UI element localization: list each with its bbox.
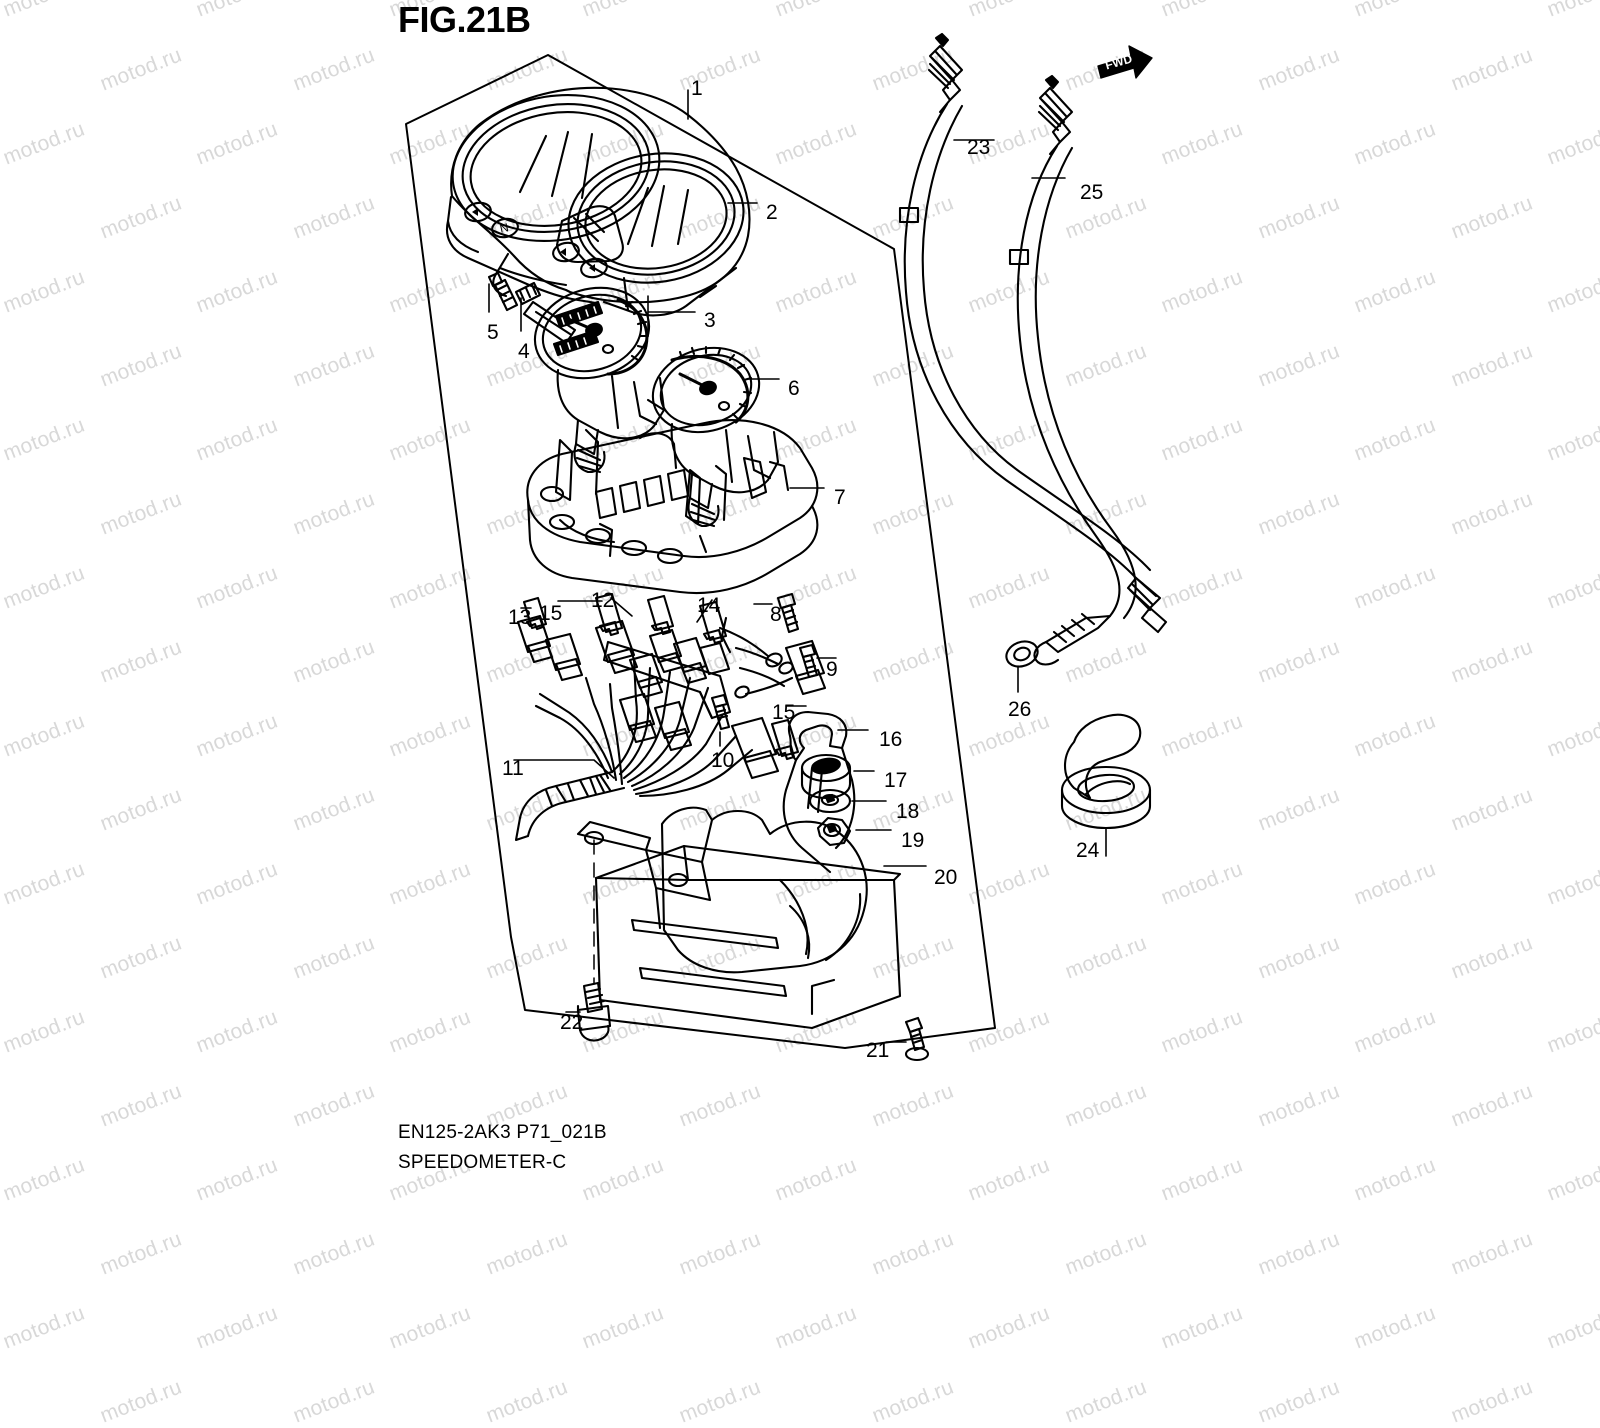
meter-case-lower [526,419,825,595]
callout-tachometer-unit: 6 [788,377,800,400]
speedometer-unit [533,286,696,474]
callout-bolt-mount: 22 [560,1011,584,1034]
watermark-text: motod.ru [772,1301,860,1354]
callout-bulb-socket: 12 [591,589,615,612]
watermark-text: motod.ru [1061,1227,1150,1280]
watermark-text: motod.ru [96,1227,185,1280]
callout-washer: 18 [896,800,920,823]
group-boundary [405,54,996,1049]
callout-bulb-wedge: 15 [772,701,796,724]
watermark-text: motod.ru [1158,1301,1246,1354]
callout-bulb-small: 13 [508,606,532,629]
callout-meter-case-lower: 7 [834,486,846,509]
tachometer-unit [651,345,780,528]
svg-text:N: N [498,220,509,235]
watermark-text: motod.ru [482,1227,571,1280]
watermark-text: motod.ru [965,1301,1053,1354]
watermark-text: motod.ru [1447,1227,1536,1280]
caption-name: SPEEDOMETER-C [398,1152,567,1173]
caption-code: EN125-2AK3 P71_021B [398,1122,607,1143]
callout-bracket-clamp: 16 [879,728,903,751]
watermark-text: motod.ru [1254,1227,1343,1280]
technical-drawing: N [405,32,1168,1062]
cable-guide-grommet [1060,713,1152,857]
watermark-text: motod.ru [1447,1375,1536,1428]
meter-cover-lower [576,806,927,1030]
speedometer-cable [898,32,1168,634]
watermark-text: motod.ru [386,1301,474,1354]
watermark-text: motod.ru [0,1301,88,1354]
callout-screw-cover: 21 [866,1039,890,1062]
watermark-text: motod.ru [289,1227,378,1280]
watermark-text: motod.ru [868,1227,957,1280]
callout-screw-lower: 9 [826,658,838,681]
grommet-washer-nut [800,753,892,847]
watermark-text: motod.ru [1544,1301,1600,1354]
fwd-arrow [1097,45,1153,79]
callout-screw-harness: 10 [711,749,735,772]
watermark-text: motod.ru [579,1301,667,1354]
mounting-screws [710,592,837,747]
callout-wiring-harness: 11 [502,757,524,780]
callout-speedometer-assembly: 1 [691,77,703,100]
watermark-text: motod.ru [482,1375,571,1428]
callout-bulb-wedge: 15 [539,602,563,625]
watermark-text: motod.ru [1254,1375,1343,1428]
figure-title: FIG.21B [398,0,531,40]
tachometer-cable [1008,74,1137,666]
callout-cable-guide-grommet: 24 [1076,839,1100,862]
callout-o-ring: 26 [1008,698,1032,721]
callout-knob-screw: 5 [487,321,499,344]
watermark-text: motod.ru [96,1375,185,1428]
callout-cushion-grommet: 17 [884,769,908,792]
bracket-clamp [782,710,869,874]
bullet-connector [516,614,827,780]
watermark-text: motod.ru [675,1227,764,1280]
callout-meter-case-upper: 2 [766,201,778,224]
callout-bulb-indicator: 14 [697,594,721,617]
watermark-text: motod.ru [1061,1375,1150,1428]
watermark-text: motod.ru [675,1375,764,1428]
watermark-text: motod.ru [289,1375,378,1428]
watermark-text: motod.ru [868,1375,957,1428]
wiring-harness [513,592,827,842]
callout-nut: 19 [901,829,925,852]
meter-case-upper: N [446,86,751,317]
cover-fasteners [565,839,930,1062]
callout-meter-cover-lower: 20 [934,866,958,889]
callout-speedometer-unit: 3 [704,309,716,332]
leader-lines-upper [687,89,758,204]
callout-trip-meter-knob: 4 [518,340,530,363]
callout-speedometer-cable: 23 [967,136,991,159]
watermark-text: motod.ru [1351,1301,1439,1354]
callout-tachometer-cable: 25 [1080,181,1104,204]
watermark-text: motod.ru [193,1301,281,1354]
o-ring [1005,640,1039,693]
callout-screw-upper: 8 [770,603,782,626]
